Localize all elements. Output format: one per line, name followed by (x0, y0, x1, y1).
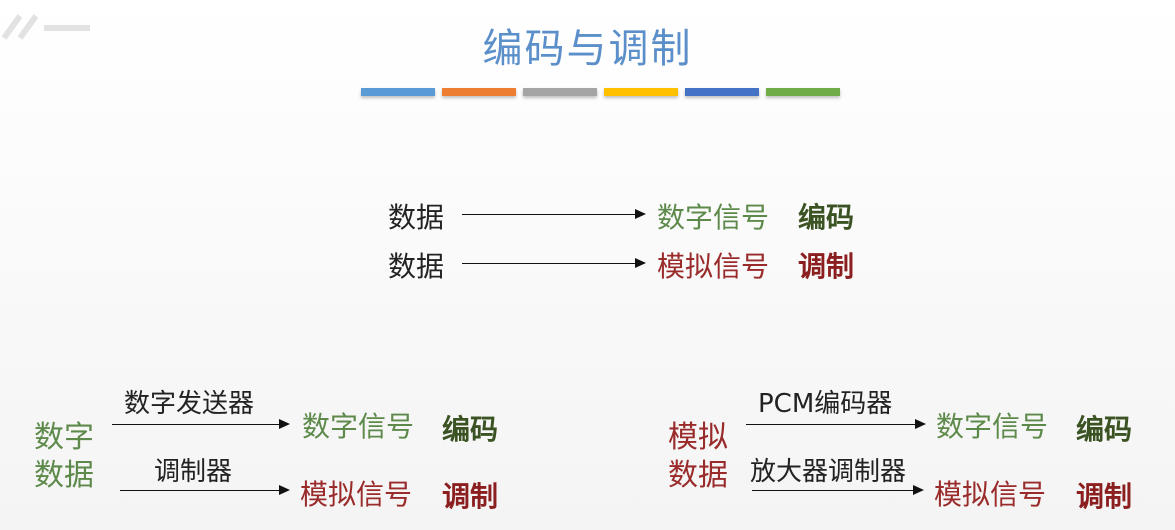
color-bar-5 (685, 88, 759, 96)
right-row2-target: 模拟信号 (934, 478, 1047, 511)
left-row1-tag: 编码 (442, 413, 499, 446)
right-row1-arrow (746, 419, 926, 429)
left-row1-device: 数字发送器 (124, 389, 255, 419)
top-row2-target: 模拟信号 (657, 250, 770, 283)
left-row2-arrow (120, 485, 290, 495)
top-row2-arrow (462, 258, 646, 268)
left-row2-tag: 调制 (442, 480, 499, 513)
top-row1-tag: 编码 (798, 201, 855, 234)
top-row1-source: 数据 (388, 201, 445, 234)
right-row1-tag: 编码 (1076, 413, 1133, 446)
top-row2-tag: 调制 (798, 250, 855, 283)
right-row2-tag: 调制 (1076, 480, 1133, 513)
right-row1-target: 数字信号 (936, 410, 1049, 443)
top-row2-source: 数据 (388, 250, 445, 283)
color-bar-4 (604, 88, 678, 96)
right-source-line1: 模拟 (668, 420, 728, 455)
color-bar-1 (361, 88, 435, 96)
right-row1-device: PCM编码器 (758, 389, 893, 419)
watermark-logo (0, 8, 100, 56)
left-row1-arrow (112, 419, 290, 429)
right-row2-device: 放大器调制器 (750, 457, 907, 487)
top-row1-arrow (462, 209, 646, 219)
left-row1-target: 数字信号 (302, 410, 415, 443)
left-source-line1: 数字 (34, 420, 94, 455)
slide-title: 编码与调制 (482, 26, 693, 72)
right-source-line2: 数据 (668, 458, 728, 493)
top-row1-target: 数字信号 (657, 201, 770, 234)
left-source-line2: 数据 (34, 458, 94, 493)
right-row2-arrow (752, 485, 924, 495)
color-bar-6 (766, 88, 840, 96)
left-row2-device: 调制器 (154, 457, 233, 487)
left-row2-target: 模拟信号 (300, 478, 413, 511)
watermark-icon (1, 14, 90, 40)
color-bar-3 (523, 88, 597, 96)
color-bar-2 (442, 88, 516, 96)
